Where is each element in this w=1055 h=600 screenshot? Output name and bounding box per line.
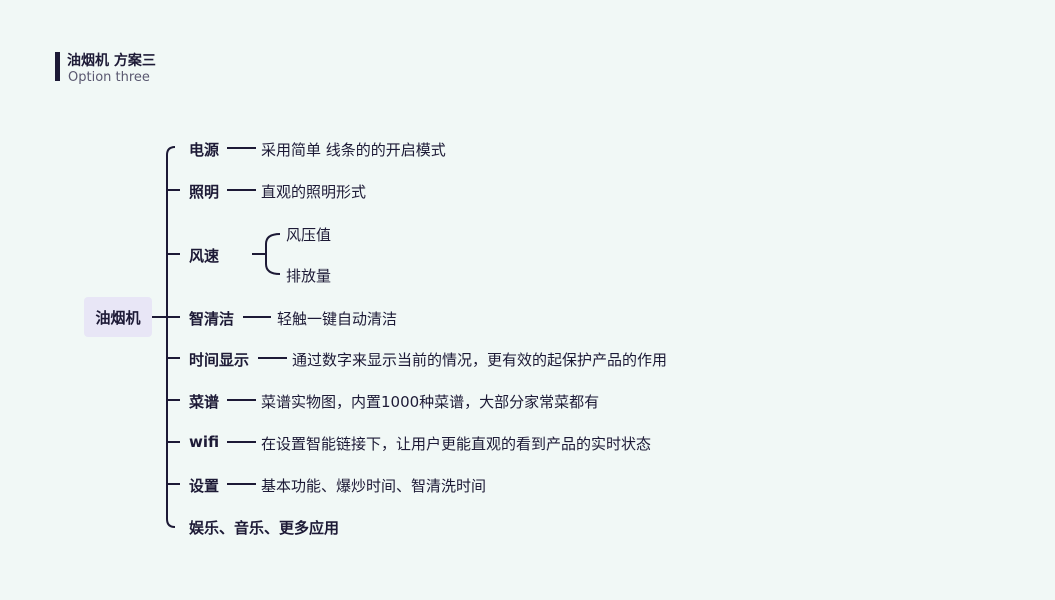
branch-time-label: 时间显示 [189,351,250,369]
sub-bracket [265,233,281,275]
branch-settings-desc: 基本功能、爆炒时间、智清洗时间 [261,477,487,495]
page-title: 油烟机 方案三 [67,53,156,69]
page-subtitle: Option three [68,70,150,85]
branch-time-desc: 通过数字来显示当前的情况，更有效的起保护产品的作用 [292,351,668,369]
branch-wifi-desc: 在设置智能链接下，让用户更能直观的看到产品的实时状态 [261,435,652,453]
branch-recipe-label: 菜谱 [189,393,220,411]
main-bracket [166,146,176,528]
branch-clean-label: 智清洁 [189,310,235,328]
branch-fanspeed-child-exhaust: 排放量 [286,267,332,285]
branch-wifi-label: wifi [189,433,220,451]
title-accent-bar [55,52,60,81]
branch-lighting-label: 照明 [189,183,220,201]
root-node: 油烟机 [84,297,152,337]
branch-fanspeed-child-pressure: 风压值 [286,226,332,244]
branch-recipe-desc: 菜谱实物图，内置1000种菜谱，大部分家常菜都有 [261,393,600,411]
branch-entertainment-label: 娱乐、音乐、更多应用 [189,519,340,537]
branch-power-label: 电源 [189,141,220,159]
branch-fanspeed-label: 风速 [189,247,220,265]
branch-settings-label: 设置 [189,477,220,495]
branch-lighting-desc: 直观的照明形式 [261,183,367,201]
branch-clean-desc: 轻触一键自动清洁 [277,310,398,328]
branch-power-desc: 采用简单 线条的的开启模式 [261,141,446,159]
